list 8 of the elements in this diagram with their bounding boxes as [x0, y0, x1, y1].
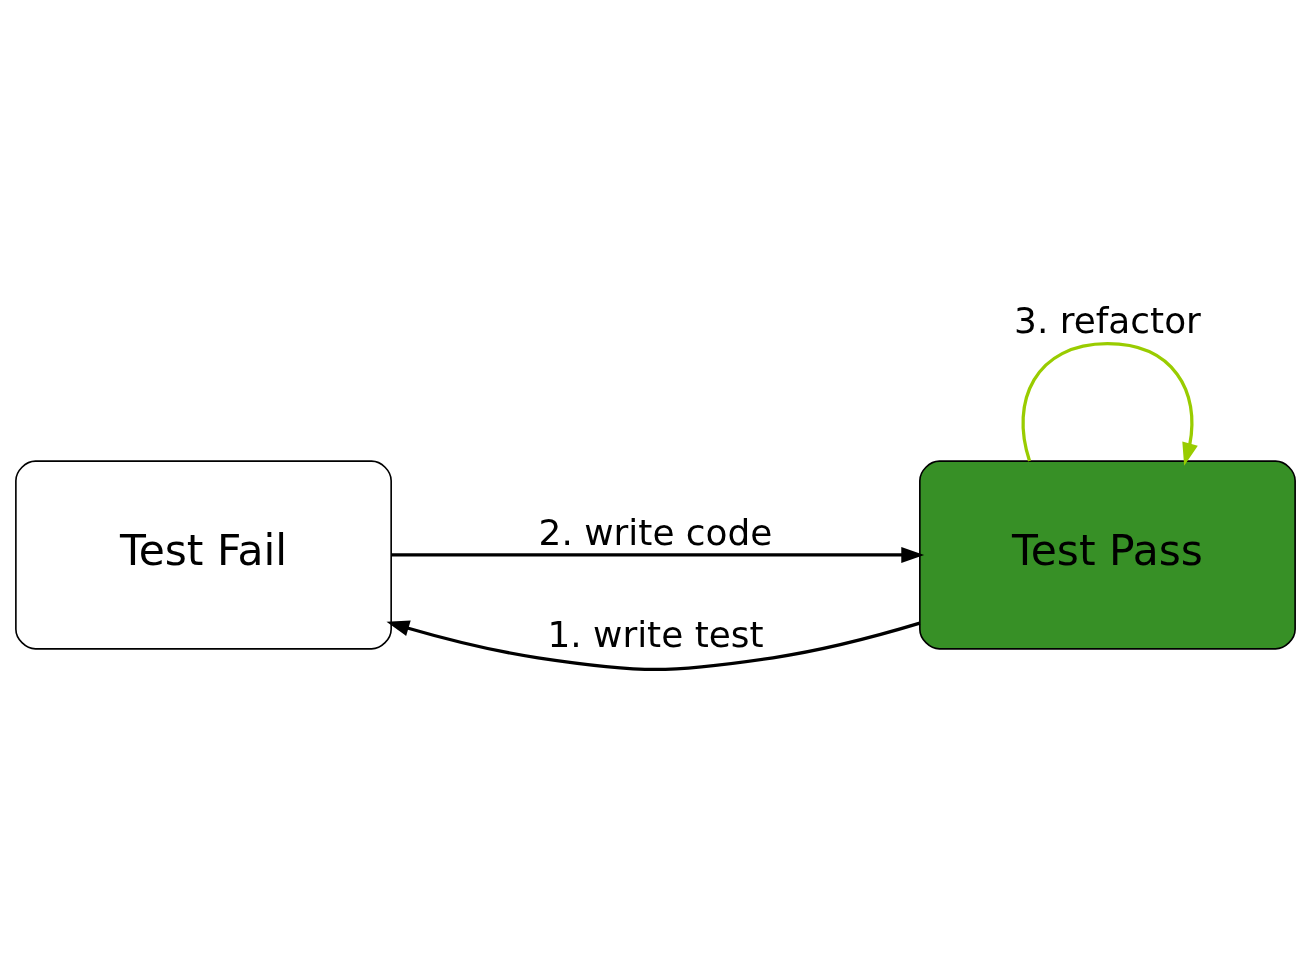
node-box: Test Fail [15, 459, 392, 650]
arrow [391, 546, 925, 563]
edge-label: 1. write test [547, 613, 764, 655]
arrow [1021, 341, 1198, 466]
node-box: Test Pass [919, 459, 1296, 650]
edge-label: 2. write code [538, 511, 773, 553]
arrow [386, 620, 921, 671]
edge-label: 3. refactor [1014, 299, 1201, 341]
